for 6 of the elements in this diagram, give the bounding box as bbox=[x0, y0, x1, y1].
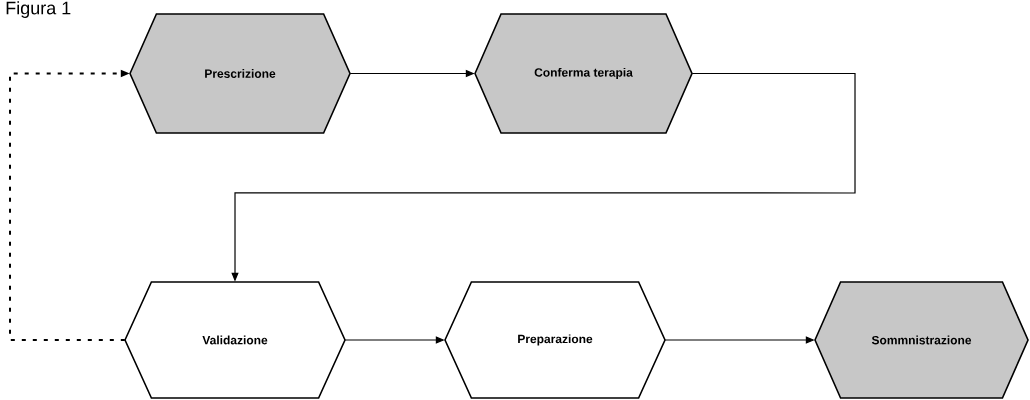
hexagon: Validazione bbox=[124, 281, 346, 399]
hexagon: Preparazione bbox=[444, 281, 666, 399]
hexagon: Prescrizione bbox=[129, 13, 351, 134]
figure-title: Figura 1 bbox=[6, 1, 71, 18]
hexagon: Conferma terapia bbox=[474, 13, 693, 134]
hexagon: Sommnistrazione bbox=[814, 281, 1029, 399]
